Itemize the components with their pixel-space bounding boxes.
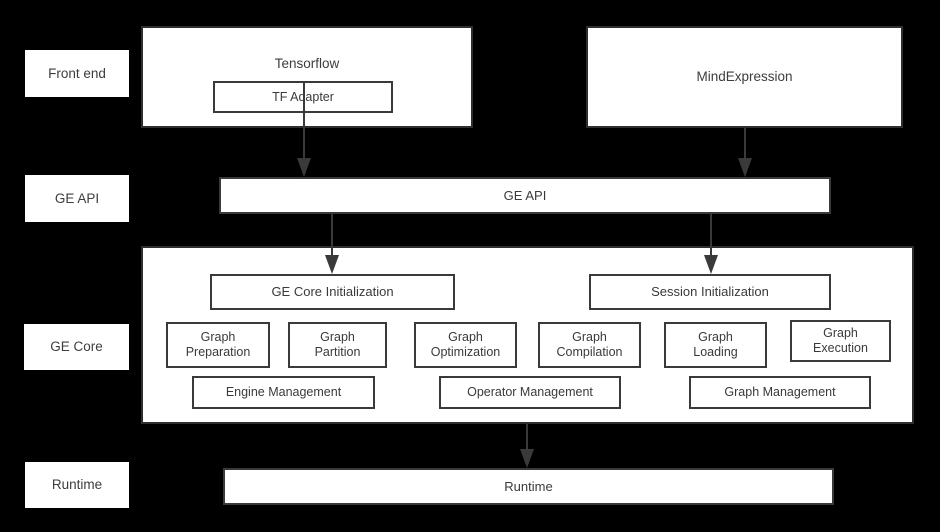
runtime-bar[interactable]: Runtime xyxy=(223,468,834,505)
stage-label-front-end: Front end xyxy=(25,50,129,97)
ge-api-bar[interactable]: GE API xyxy=(219,177,831,214)
connector-ge-api-to-ge-core-init xyxy=(325,214,339,274)
manager-engine-management[interactable]: Engine Management xyxy=(192,376,375,409)
connector-mindexpression-to-ge-api xyxy=(738,128,752,177)
framework-tensorflow-label: Tensorflow xyxy=(274,56,340,71)
module-graph-loading[interactable]: Graph Loading xyxy=(664,322,767,368)
manager-operator-management[interactable]: Operator Management xyxy=(439,376,621,409)
session-initialization-box[interactable]: Session Initialization xyxy=(589,274,831,310)
module-graph-optimization[interactable]: Graph Optimization xyxy=(414,322,517,368)
connector-ge-core-to-runtime xyxy=(520,424,534,468)
stage-label-ge-core: GE Core xyxy=(24,324,129,370)
manager-graph-management[interactable]: Graph Management xyxy=(689,376,871,409)
connector-tf-adapter-to-ge-api xyxy=(297,81,311,177)
module-graph-compilation[interactable]: Graph Compilation xyxy=(538,322,641,368)
stage-label-ge-api: GE API xyxy=(25,175,129,222)
framework-mindexpression-label: MindExpression xyxy=(696,69,793,85)
framework-mindexpression: MindExpression xyxy=(586,26,903,128)
module-graph-preparation[interactable]: Graph Preparation xyxy=(166,322,270,368)
module-graph-execution[interactable]: Graph Execution xyxy=(790,320,891,362)
module-graph-partition[interactable]: Graph Partition xyxy=(288,322,387,368)
stage-label-runtime: Runtime xyxy=(25,462,129,508)
connector-ge-api-to-session-init xyxy=(704,214,718,274)
ge-core-initialization-box[interactable]: GE Core Initialization xyxy=(210,274,455,310)
